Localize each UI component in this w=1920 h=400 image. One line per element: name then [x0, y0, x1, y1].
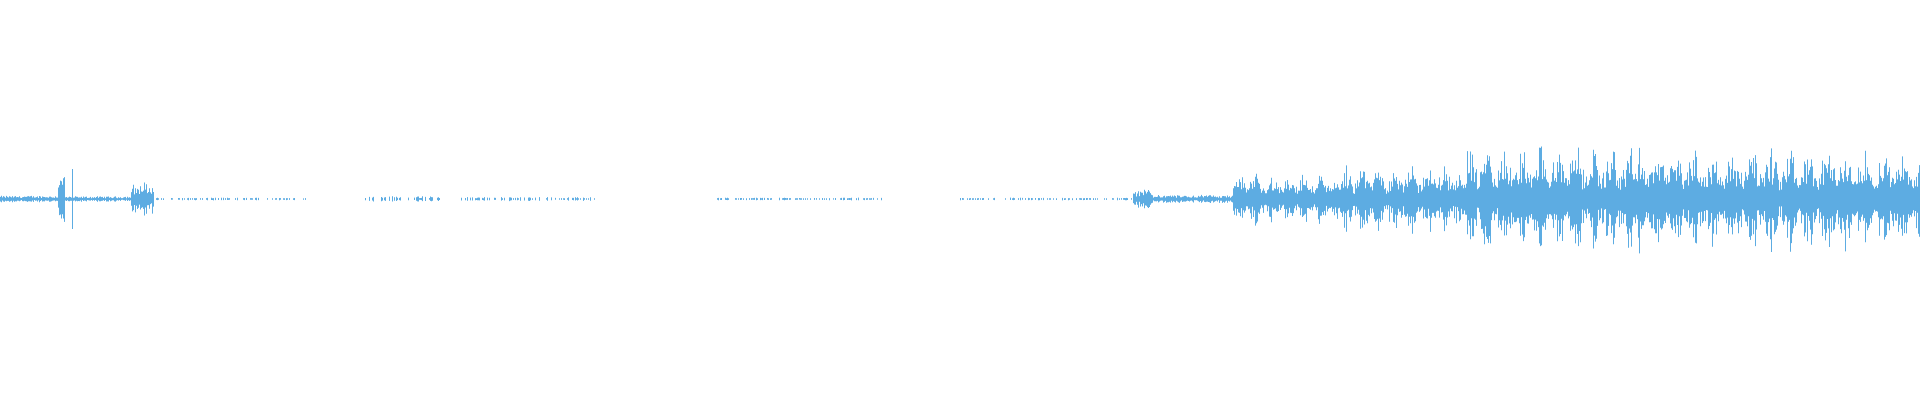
- waveform-bars: [0, 146, 1920, 254]
- waveform-path: [0, 146, 1920, 254]
